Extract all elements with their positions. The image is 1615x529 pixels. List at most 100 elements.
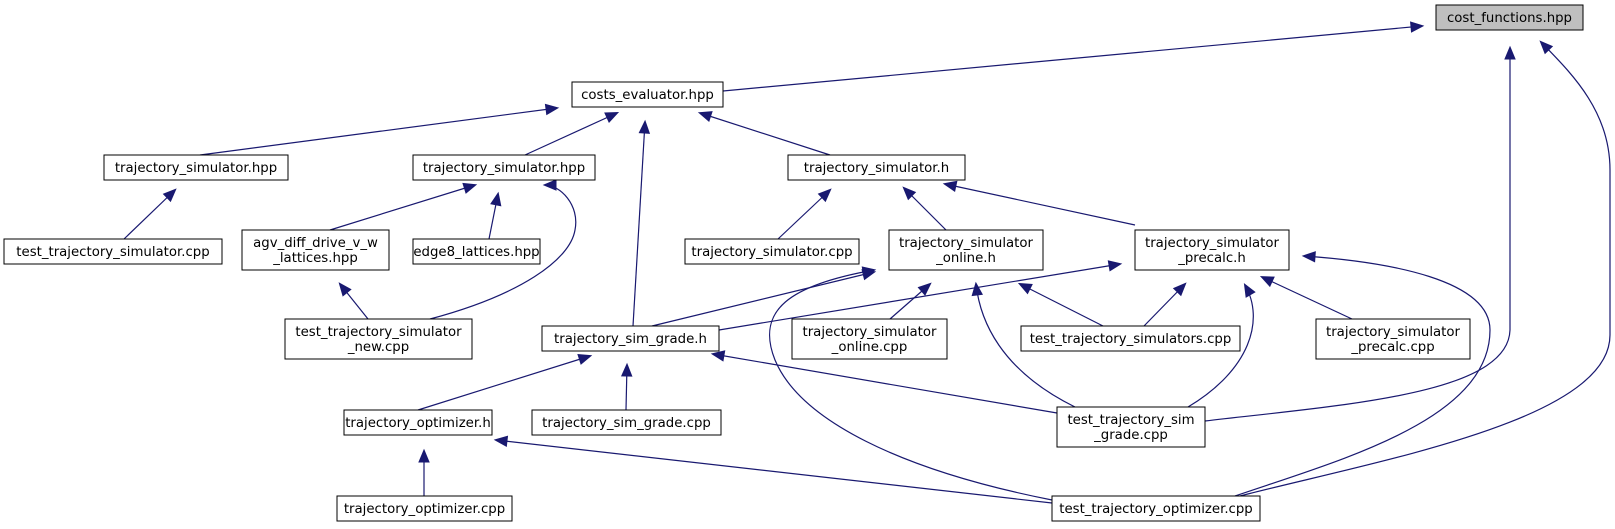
edge-line (1261, 276, 1353, 320)
node-trajectory-sim-grade-cpp[interactable]: trajectory_sim_grade.cpp (531, 409, 722, 436)
node-label: trajectory_optimizer.h (345, 416, 491, 431)
edge-line (777, 189, 831, 240)
edge-trajectory-simulator-hpp-b-to-costs-evaluator-hpp (524, 112, 620, 156)
edge-line (1019, 283, 1104, 327)
edge-line (944, 183, 1136, 226)
node-trajectory-simulator-precalc-cpp[interactable]: trajectory_simulator_precalc.cpp (1315, 318, 1471, 360)
node-edge8-lattices-hpp[interactable]: edge8_lattices.hpp (412, 238, 541, 265)
node-box[interactable] (1056, 406, 1206, 448)
node-box[interactable] (571, 81, 724, 108)
edge-test-trajectory-simulators-cpp-to-trajectory-simulator-online-h (1017, 282, 1104, 327)
edge-test-trajectory-optimizer-cpp-to-trajectory-simulator-online-h (769, 266, 1053, 501)
node-trajectory-simulator-online-h[interactable]: trajectory_simulator_online.h (888, 229, 1044, 271)
node-label: _precalc.h (1177, 251, 1246, 266)
edge-test-trajectory-simulators-cpp-to-trajectory-simulator-precalc-h (1143, 282, 1187, 327)
node-trajectory-simulator-h[interactable]: trajectory_simulator.h (787, 154, 966, 181)
node-label: trajectory_simulator (1326, 325, 1461, 340)
edge-test-trajectory-sim-grade-cpp-to-trajectory-simulator-online-h (971, 281, 1076, 408)
node-box[interactable] (1020, 325, 1241, 352)
node-box[interactable] (787, 154, 966, 181)
node-box[interactable] (541, 325, 720, 352)
node-label: cost_functions.hpp (1447, 11, 1572, 26)
node-label: test_trajectory_sim (1067, 413, 1194, 428)
node-box[interactable] (531, 409, 722, 436)
node-label: trajectory_simulator (802, 325, 937, 340)
node-agv-diff-drive-v-w-lattices-hpp[interactable]: agv_diff_drive_v_w_lattices.hpp (241, 229, 390, 271)
arrowhead-icon (1107, 260, 1123, 272)
edge-trajectory-simulator-cpp-to-trajectory-simulator-h (777, 188, 832, 240)
node-label: _grade.cpp (1093, 428, 1168, 443)
edge-trajectory-sim-grade-h-to-trajectory-simulator-precalc-h (718, 260, 1123, 331)
node-box[interactable] (103, 154, 289, 181)
node-trajectory-simulator-precalc-h[interactable]: trajectory_simulator_precalc.h (1134, 229, 1290, 271)
edges-layer (123, 21, 1611, 504)
node-costs-evaluator-hpp[interactable]: costs_evaluator.hpp (571, 81, 724, 108)
node-box[interactable] (284, 318, 473, 360)
node-box[interactable] (791, 318, 948, 360)
node-box[interactable] (1051, 495, 1261, 522)
node-box[interactable] (1315, 318, 1471, 360)
edge-line (722, 25, 1423, 92)
node-test-trajectory-simulator-new-cpp[interactable]: test_trajectory_simulator_new.cpp (284, 318, 473, 360)
arrowhead-icon (577, 353, 593, 365)
edge-trajectory-simulator-hpp-a-to-costs-evaluator-hpp (199, 103, 560, 156)
node-box[interactable] (684, 238, 860, 265)
arrowhead-icon (861, 266, 877, 278)
arrowhead-icon (917, 282, 932, 296)
node-box[interactable] (1435, 4, 1584, 31)
arrowhead-icon (1017, 282, 1033, 295)
node-label: trajectory_simulator.cpp (691, 245, 852, 260)
edge-line (329, 184, 476, 231)
arrowhead-icon (338, 282, 352, 297)
node-trajectory-optimizer-h[interactable]: trajectory_optimizer.h (343, 409, 493, 436)
arrowhead-icon (697, 111, 713, 123)
node-box[interactable] (412, 154, 596, 181)
edge-line (495, 439, 1053, 504)
edge-line (632, 121, 646, 327)
node-box[interactable] (1134, 229, 1290, 271)
node-test-trajectory-simulators-cpp[interactable]: test_trajectory_simulators.cpp (1020, 325, 1241, 352)
node-box[interactable] (3, 238, 223, 265)
edge-line (1234, 255, 1491, 497)
node-label: _online.h (935, 251, 996, 266)
node-label: trajectory_simulator (899, 236, 1034, 251)
arrowhead-icon (162, 188, 177, 203)
edge-trajectory-simulator-precalc-h-to-trajectory-simulator-h (942, 180, 1136, 226)
arrowhead-icon (1539, 40, 1554, 55)
arrowhead-icon (1243, 283, 1256, 298)
edge-line (123, 189, 176, 240)
node-label: test_trajectory_optimizer.cpp (1059, 502, 1253, 517)
edge-test-trajectory-optimizer-cpp-to-trajectory-simulator-precalc-h (1234, 251, 1491, 497)
arrowhead-icon (462, 182, 478, 194)
node-test-trajectory-sim-grade-cpp[interactable]: test_trajectory_sim_grade.cpp (1056, 406, 1206, 448)
node-test-trajectory-simulator-cpp[interactable]: test_trajectory_simulator.cpp (3, 238, 223, 265)
node-box[interactable] (336, 495, 513, 522)
edge-test-trajectory-optimizer-cpp-to-cost-functions-hpp (1239, 40, 1611, 497)
edge-agv-diff-drive-v-w-lattices-hpp-to-trajectory-simulator-hpp-b (329, 182, 478, 231)
node-trajectory-simulator-cpp[interactable]: trajectory_simulator.cpp (684, 238, 860, 265)
node-trajectory-simulator-hpp-a[interactable]: trajectory_simulator.hpp (103, 154, 289, 181)
node-trajectory-simulator-hpp-b[interactable]: trajectory_simulator.hpp (412, 154, 596, 181)
edge-edge8-lattices-hpp-to-trajectory-simulator-hpp-b (488, 191, 502, 240)
node-cost-functions-hpp[interactable]: cost_functions.hpp (1435, 4, 1584, 31)
node-test-trajectory-optimizer-cpp[interactable]: test_trajectory_optimizer.cpp (1051, 495, 1261, 522)
arrowhead-icon (1301, 251, 1316, 263)
node-box[interactable] (343, 409, 493, 436)
edge-trajectory-simulator-online-cpp-to-trajectory-simulator-online-h (889, 282, 932, 320)
arrowhead-icon (817, 188, 832, 203)
edge-test-trajectory-sim-grade-cpp-to-trajectory-simulator-precalc-h (1187, 283, 1256, 408)
node-trajectory-sim-grade-h[interactable]: trajectory_sim_grade.h (541, 325, 720, 352)
edge-trajectory-simulator-precalc-cpp-to-trajectory-simulator-precalc-h (1259, 276, 1353, 320)
edge-costs-evaluator-hpp-to-cost-functions-hpp (722, 21, 1425, 92)
node-box[interactable] (241, 229, 390, 271)
edge-line (651, 271, 875, 327)
edge-line (712, 353, 1058, 414)
node-label: trajectory_simulator (1145, 236, 1280, 251)
node-trajectory-simulator-online-cpp[interactable]: trajectory_simulator_online.cpp (791, 318, 948, 360)
node-trajectory-optimizer-cpp[interactable]: trajectory_optimizer.cpp (336, 495, 513, 522)
edge-line (524, 112, 618, 156)
node-box[interactable] (888, 229, 1044, 271)
node-label: test_trajectory_simulators.cpp (1030, 332, 1232, 347)
node-box[interactable] (412, 238, 541, 265)
edge-trajectory-optimizer-cpp-to-trajectory-optimizer-h (418, 448, 430, 496)
